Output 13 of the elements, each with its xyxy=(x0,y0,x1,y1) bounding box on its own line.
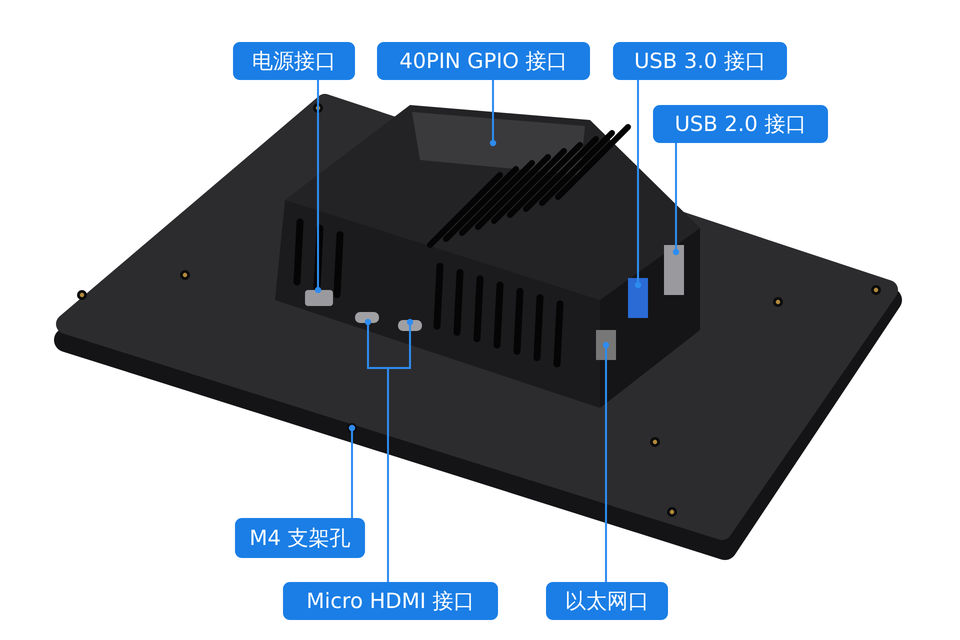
callout-label: 40PIN GPIO 接口 xyxy=(377,42,590,80)
callout-label: 电源接口 xyxy=(233,42,355,80)
leader-line xyxy=(490,80,496,146)
callout-label: Micro HDMI 接口 xyxy=(283,582,498,620)
leader-line xyxy=(348,424,356,518)
callout-label: USB 2.0 接口 xyxy=(653,105,828,143)
leader-line xyxy=(634,80,642,288)
callout-label: 以太网口 xyxy=(546,582,668,620)
leader-line xyxy=(314,80,322,294)
leader-line xyxy=(672,143,680,256)
callout-label: M4 支架孔 xyxy=(235,518,365,558)
leader-line xyxy=(602,342,610,582)
callout-label: USB 3.0 接口 xyxy=(613,42,787,80)
